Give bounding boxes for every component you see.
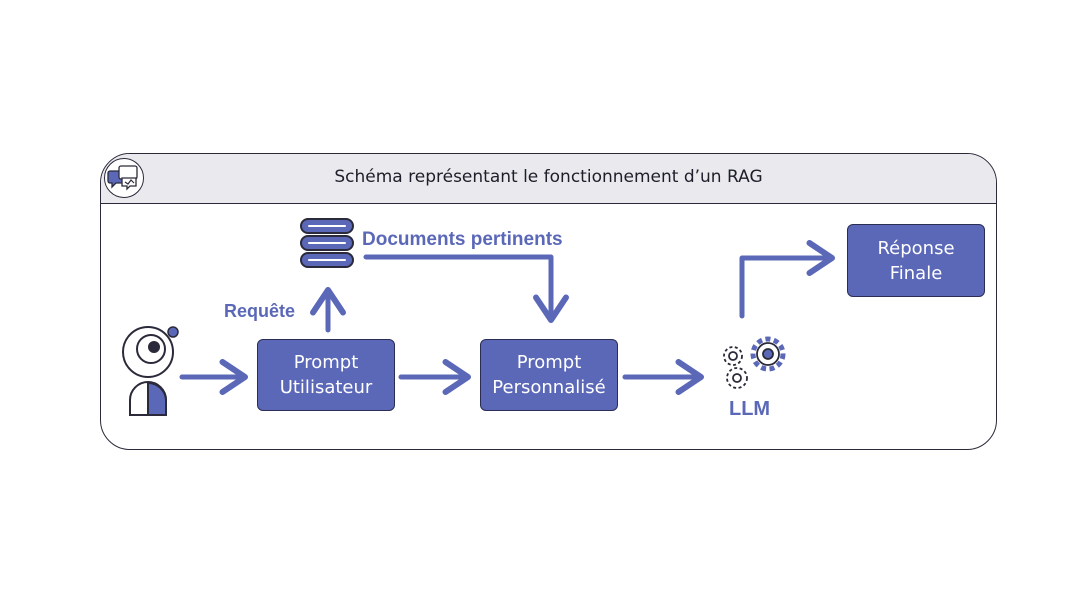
prompt-user-box: Prompt Utilisateur [257, 339, 395, 411]
arrow-llm-to-answer [739, 240, 835, 319]
database-icon [300, 218, 354, 268]
prompt-custom-line2: Personnalisé [492, 377, 606, 398]
user-icon [122, 326, 179, 416]
diagram-title: Schéma représentant le fonctionnement d’… [334, 167, 763, 187]
arrow-documents-to-custom [363, 254, 569, 323]
chat-bubbles-icon [104, 158, 144, 198]
gears-icon [723, 336, 786, 389]
diagram-header: Schéma représentant le fonctionnement d’… [101, 154, 996, 204]
final-answer-box: Réponse Finale [847, 224, 985, 297]
prompt-user-line2: Utilisateur [279, 377, 373, 398]
prompt-user-line1: Prompt [293, 352, 359, 373]
arrows [179, 240, 835, 395]
prompt-custom-box: Prompt Personnalisé [480, 339, 618, 411]
final-answer-line2: Finale [889, 262, 943, 284]
query-label: Requête [224, 301, 296, 321]
llm-label: LLM [729, 398, 771, 420]
documents-label: Documents pertinents [362, 229, 563, 250]
final-answer-line1: Réponse [877, 237, 955, 259]
prompt-custom-line1: Prompt [516, 352, 582, 373]
